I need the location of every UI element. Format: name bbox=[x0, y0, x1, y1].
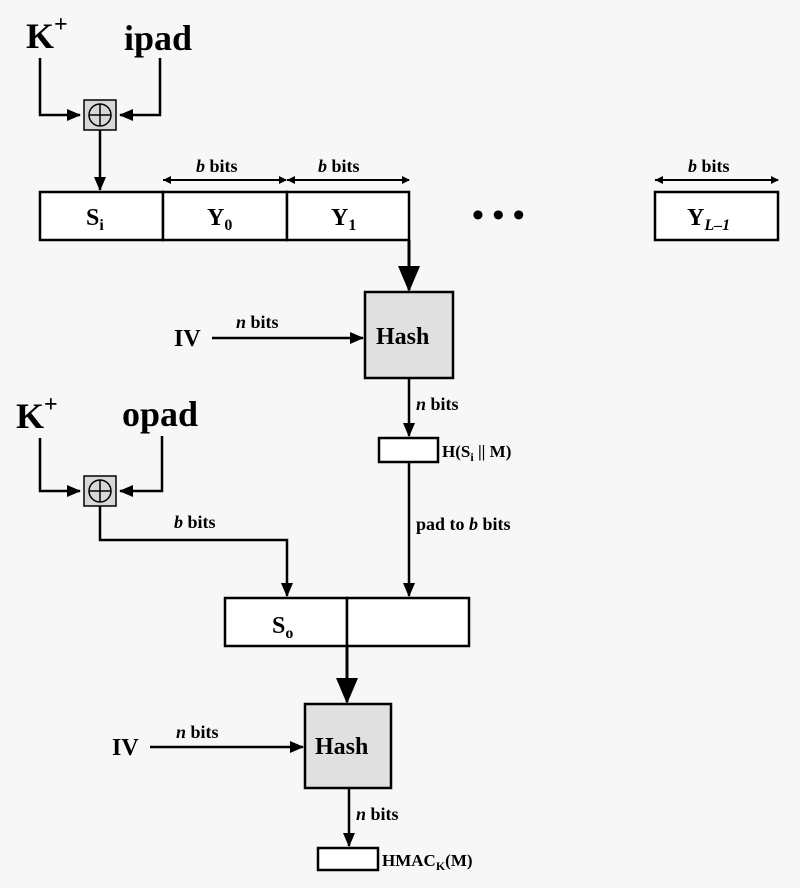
y0-width-arrow bbox=[163, 176, 287, 184]
outer-key-line bbox=[38, 438, 81, 497]
hmac-output-box bbox=[316, 846, 380, 872]
so-block bbox=[223, 596, 349, 648]
inner-key-line bbox=[38, 58, 81, 121]
ellipsis: • • • bbox=[472, 197, 525, 234]
y1-width-arrow bbox=[287, 176, 410, 184]
pad-label: pad to b bits bbox=[416, 514, 511, 534]
y1-label: Y1 bbox=[331, 205, 356, 234]
inner-hash-out-bits-label: n bits bbox=[416, 394, 459, 414]
padded-hash-block bbox=[345, 596, 471, 648]
outer-iv-label: IV bbox=[112, 735, 139, 761]
y0-bits-label: b bits bbox=[196, 156, 238, 176]
inner-key-label: K+ bbox=[26, 12, 68, 56]
yl-bits-label: b bits bbox=[688, 156, 730, 176]
yl-width-arrow bbox=[655, 176, 779, 184]
opad-label: opad bbox=[122, 394, 198, 434]
inner-hash-label: Hash bbox=[376, 324, 429, 350]
xor-to-so-arrow bbox=[98, 506, 293, 597]
outer-b-bits-label: b bits bbox=[174, 512, 216, 532]
inner-hash-box bbox=[363, 290, 455, 380]
outer-hash-label: Hash bbox=[315, 734, 368, 760]
y1-block bbox=[285, 190, 411, 242]
yl-block bbox=[653, 190, 780, 242]
si-label: Si bbox=[86, 205, 104, 234]
inner-iv-label: IV bbox=[174, 326, 201, 352]
inner-iv-bits-label: n bits bbox=[236, 312, 279, 332]
inner-xor-icon bbox=[83, 99, 117, 131]
y1-bits-label: b bits bbox=[318, 156, 360, 176]
opad-line bbox=[119, 436, 164, 497]
inner-hash-output-label: H(Si || M) bbox=[442, 442, 511, 464]
ipad-label: ipad bbox=[124, 18, 192, 58]
inner-hash-output-box bbox=[377, 436, 440, 464]
si-block bbox=[38, 190, 165, 242]
outer-key-label: K+ bbox=[16, 392, 58, 436]
so-label: So bbox=[272, 613, 293, 642]
ipad-line bbox=[119, 58, 162, 121]
outer-iv-bits-label: n bits bbox=[176, 722, 219, 742]
y0-label: Y0 bbox=[207, 205, 232, 234]
hmac-output-label: HMACK(M) bbox=[382, 851, 473, 873]
yl-label: YL–1 bbox=[687, 205, 730, 234]
outer-hash-box bbox=[303, 702, 393, 790]
outer-hash-out-bits-label: n bits bbox=[356, 804, 399, 824]
outer-xor-icon bbox=[83, 475, 117, 507]
